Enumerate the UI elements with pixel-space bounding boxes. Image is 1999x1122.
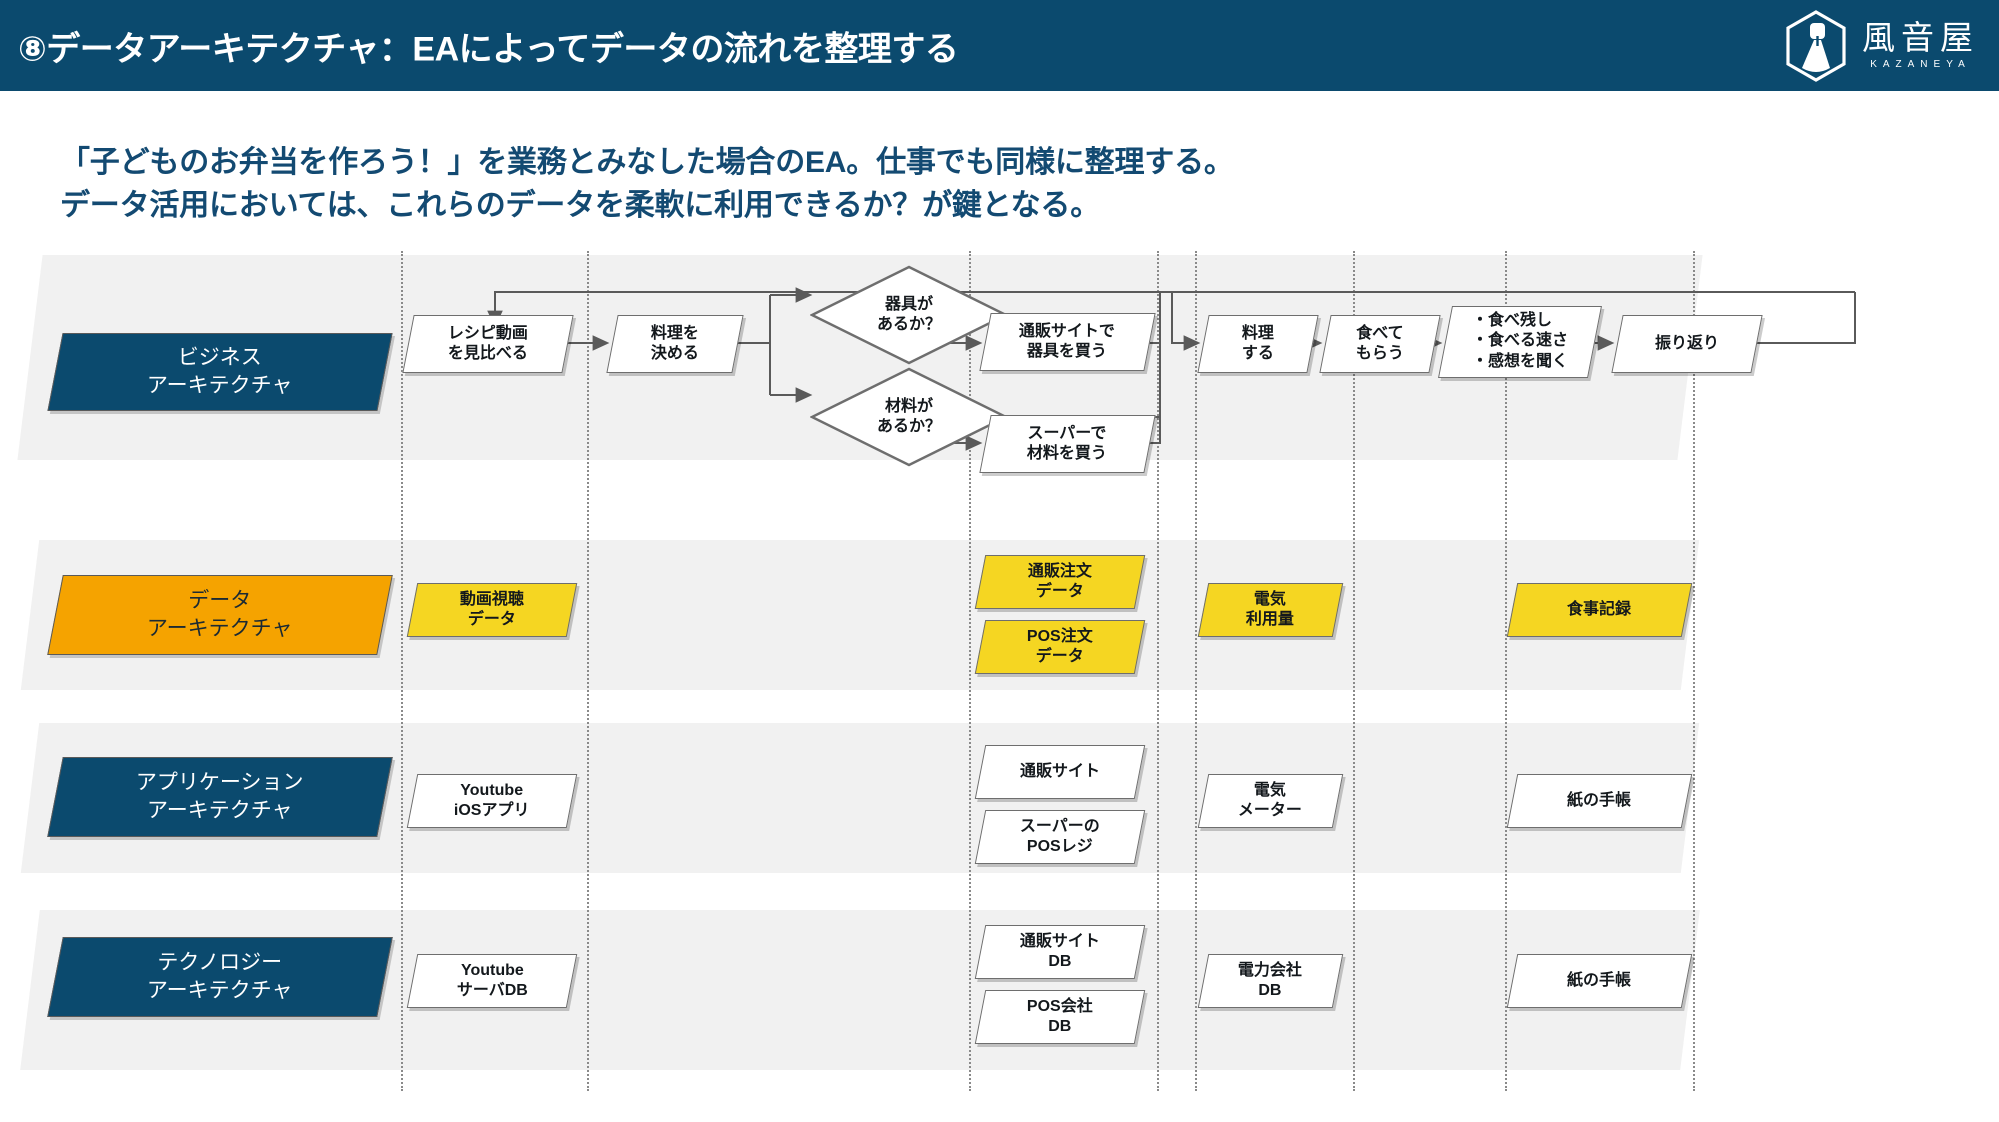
node-paper-notebook-app-label: 紙の手帳: [1567, 791, 1632, 809]
page-title: ⑧データアーキテクチャ：EAによってデータの流れを整理する: [18, 30, 959, 68]
node-pos-company-db-label: POS会社 DB: [1027, 997, 1093, 1035]
row-label-business-text: ビジネス アーキテクチャ: [147, 345, 293, 397]
node-super-pos-register-label: スーパーの POSレジ: [1020, 817, 1100, 855]
node-buy-tools-online[interactable]: 通販サイトで 器具を買う: [979, 313, 1156, 371]
row-label-technology: テクノロジー アーキテクチャ: [47, 937, 393, 1017]
node-pos-company-db[interactable]: POS会社 DB: [974, 990, 1146, 1044]
node-online-shop-db[interactable]: 通販サイト DB: [974, 925, 1146, 979]
node-buy-ingredients-super[interactable]: スーパーで 材料を買う: [979, 415, 1156, 473]
column-separator-5: [1195, 251, 1197, 1091]
node-review-label: 振り返り: [1654, 334, 1719, 352]
lead-paragraph: 「子どものお弁当を作ろう！」を業務とみなした場合のEA。仕事でも同様に整理する。…: [60, 142, 1760, 227]
node-feedback-label: ・食べ残し ・食べる速さ ・感想を聞く: [1471, 312, 1568, 371]
node-has-ingredients-label: 材料が あるか？: [876, 397, 941, 435]
node-meal-record[interactable]: 食事記録: [1506, 583, 1693, 637]
node-super-pos-register[interactable]: スーパーの POSレジ: [974, 810, 1146, 864]
logo-wordmark: 風音屋 KAZANEYA: [1862, 21, 1979, 70]
page-header: ⑧データアーキテクチャ：EAによってデータの流れを整理する 風音屋 KAZANE…: [0, 0, 1999, 91]
column-separator-3: [969, 251, 971, 1091]
row-label-technology-text: テクノロジー アーキテクチャ: [147, 950, 293, 1002]
node-pos-order-data[interactable]: POS注文 データ: [974, 620, 1146, 674]
node-power-company-db-label: 電力会社 DB: [1238, 961, 1303, 999]
node-youtube-server-db-label: Youtube サーバDB: [456, 961, 528, 999]
node-power-company-db[interactable]: 電力会社 DB: [1197, 954, 1344, 1008]
node-cook[interactable]: 料理 する: [1197, 315, 1319, 373]
row-label-data: データ アーキテクチャ: [47, 575, 393, 655]
node-online-shop-db-label: 通販サイト DB: [1019, 932, 1100, 970]
node-youtube-server-db[interactable]: Youtube サーバDB: [406, 954, 578, 1008]
column-separator-7: [1505, 251, 1507, 1091]
node-youtube-ios-app[interactable]: Youtube iOSアプリ: [406, 774, 578, 828]
node-cook-label: 料理 する: [1241, 324, 1274, 362]
logo-name-roman: KAZANEYA: [1870, 59, 1971, 70]
node-has-tools[interactable]: 器具が あるか？: [810, 265, 1008, 365]
lead-line-2: データ活用においては、これらのデータを柔軟に利用できるか？が鍵となる。: [60, 188, 1100, 222]
node-eat-label: 食べて もらう: [1355, 324, 1404, 362]
column-separator-8: [1693, 251, 1695, 1091]
column-separator-2: [587, 251, 589, 1091]
node-youtube-ios-app-label: Youtube iOSアプリ: [454, 781, 530, 819]
node-electricity-usage-label: 電気 利用量: [1246, 590, 1295, 628]
node-pos-order-data-label: POS注文 データ: [1027, 627, 1093, 665]
node-decide-dish-label: 料理を 決める: [650, 324, 699, 362]
node-recipe-video-label: レシピ動画 を見比べる: [447, 324, 528, 362]
node-paper-notebook-tech[interactable]: 紙の手帳: [1506, 954, 1693, 1008]
node-feedback[interactable]: ・食べ残し ・食べる速さ ・感想を聞く: [1438, 306, 1602, 378]
kazaneya-hexagon-icon: [1784, 9, 1848, 82]
column-separator-4: [1157, 251, 1159, 1091]
row-label-application: アプリケーション アーキテクチャ: [47, 757, 393, 837]
row-label-data-text: データ アーキテクチャ: [147, 588, 293, 640]
node-paper-notebook-tech-label: 紙の手帳: [1567, 971, 1632, 989]
node-buy-ingredients-super-label: スーパーで 材料を買う: [1027, 424, 1108, 462]
node-meal-record-label: 食事記録: [1567, 600, 1632, 618]
node-electric-meter[interactable]: 電気 メーター: [1197, 774, 1344, 828]
node-recipe-video[interactable]: レシピ動画 を見比べる: [402, 315, 574, 373]
node-online-shop-site-label: 通販サイト: [1019, 762, 1100, 780]
node-electric-meter-label: 電気 メーター: [1238, 781, 1303, 819]
ea-diagram: ビジネス アーキテクチャ データ アーキテクチャ アプリケーション アーキテクチ…: [0, 251, 1999, 1115]
node-has-ingredients[interactable]: 材料が あるか？: [810, 367, 1008, 467]
node-electricity-usage[interactable]: 電気 利用量: [1197, 583, 1344, 637]
row-label-application-text: アプリケーション アーキテクチャ: [136, 770, 304, 822]
node-paper-notebook-app[interactable]: 紙の手帳: [1506, 774, 1693, 828]
node-decide-dish[interactable]: 料理を 決める: [606, 315, 744, 373]
row-label-business: ビジネス アーキテクチャ: [47, 333, 393, 411]
lead-line-1: 「子どものお弁当を作ろう！」を業務とみなした場合のEA。仕事でも同様に整理する。: [60, 146, 1234, 179]
node-eat[interactable]: 食べて もらう: [1319, 315, 1441, 373]
node-review[interactable]: 振り返り: [1611, 315, 1763, 373]
column-separator-1: [401, 251, 403, 1091]
node-online-shop-site[interactable]: 通販サイト: [974, 745, 1146, 799]
column-separator-6: [1353, 251, 1355, 1091]
node-online-order-data-label: 通販注文 データ: [1027, 562, 1092, 600]
logo-name-ja: 風音屋: [1862, 19, 1979, 56]
node-video-watch-data-label: 動画視聴 データ: [459, 590, 524, 628]
node-online-order-data[interactable]: 通販注文 データ: [974, 555, 1146, 609]
node-buy-tools-online-label: 通販サイトで 器具を買う: [1019, 322, 1116, 360]
brand-logo: 風音屋 KAZANEYA: [1784, 9, 1979, 82]
node-has-tools-label: 器具が あるか？: [876, 295, 941, 333]
node-video-watch-data[interactable]: 動画視聴 データ: [406, 583, 578, 637]
